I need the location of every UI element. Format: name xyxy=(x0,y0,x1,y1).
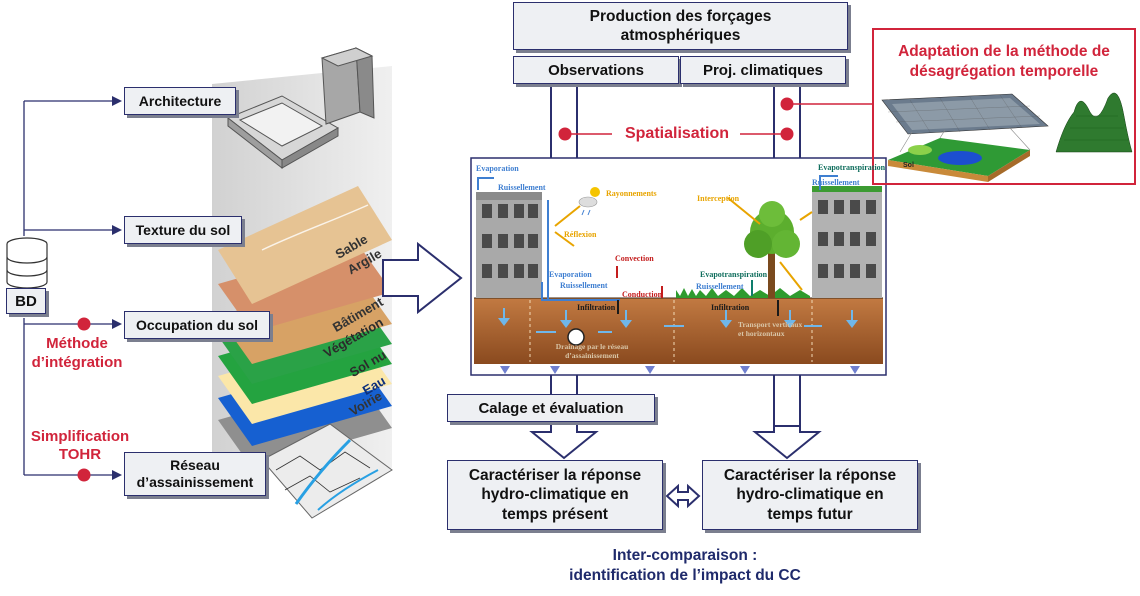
model-label-transport: Transport verticaux et horizontaux xyxy=(738,320,803,338)
db-label-text: BD xyxy=(15,292,37,310)
adaptation-illustration xyxy=(881,92,1133,182)
double-arrow-comparison xyxy=(665,483,701,509)
projections-box-text: Proj. climatiques xyxy=(702,61,824,79)
model-label-conduction: Conduction xyxy=(622,290,663,299)
output-lines xyxy=(550,375,801,426)
intercomparaison-label: Inter-comparaison : identification de l’… xyxy=(569,547,801,585)
bd-connector-lines xyxy=(23,100,116,476)
method-simplification-label: Simplification TOHR xyxy=(30,428,130,463)
arrowhead-architecture xyxy=(112,96,122,106)
model-label-interception: Interception xyxy=(697,194,740,203)
spatialisation-label: Spatialisation xyxy=(624,125,730,142)
layer-box-texture-text: Texture du sol xyxy=(135,222,231,238)
down-arrow-futur xyxy=(752,425,822,460)
adaptation-panel[interactable] xyxy=(872,28,1136,185)
calage-box-text: Calage et évaluation xyxy=(478,399,624,417)
present-box[interactable]: Caractériser la réponse hydro-climatique… xyxy=(447,460,663,530)
map-layer-sable xyxy=(218,186,392,304)
model-label-infiltration-left: Infiltration xyxy=(577,303,616,312)
model-label-evapotranspiration-right: Evapotranspiration xyxy=(818,163,886,172)
layer-box-occupation-text: Occupation du sol xyxy=(135,317,259,333)
model-label-ruissellement-mid: Ruissellement xyxy=(560,281,608,290)
sewer-pipe-icon xyxy=(567,328,585,346)
layer-box-architecture-text: Architecture xyxy=(138,93,222,109)
arrowhead-texture xyxy=(112,225,122,235)
sun-cloud-icon xyxy=(578,187,600,216)
forcing-lines xyxy=(550,84,801,158)
sand-texture-line xyxy=(261,204,369,251)
method-dot-integration xyxy=(77,317,91,331)
arrowhead-reseau xyxy=(112,470,122,480)
model-label-convection: Convection xyxy=(615,254,654,263)
layer-box-occupation[interactable]: Occupation du sol xyxy=(124,311,270,339)
spatialisation-dot-left xyxy=(558,127,572,141)
model-label-ruissellement-tree: Ruissellement xyxy=(696,282,744,291)
model-label-reflexion: Réflexion xyxy=(564,230,597,239)
architecture-model-icon xyxy=(227,47,375,170)
adaptation-title: Adaptation de la méthode de désagrégatio… xyxy=(898,43,1110,81)
layer-box-reseau[interactable]: Réseau d’assainissement xyxy=(124,452,266,496)
adaptation-sol-tag: Sol xyxy=(903,162,914,169)
db-label: BD xyxy=(6,288,46,314)
model-label-evaporation-mid: Evaporation xyxy=(549,270,592,279)
layer-box-texture[interactable]: Texture du sol xyxy=(124,216,242,244)
soil-band xyxy=(474,298,883,364)
spatialisation-dot-right xyxy=(780,127,794,141)
adaptation-dot xyxy=(780,97,794,111)
sewer-network-map-icon xyxy=(261,423,393,519)
layer-box-reseau-text: Réseau d’assainissement xyxy=(136,456,254,491)
method-dot-simplification xyxy=(77,468,91,482)
production-box[interactable]: Production des forçages atmosphériques xyxy=(513,2,848,50)
map-layer-argile xyxy=(218,244,392,332)
present-box-text: Caractériser la réponse hydro-climatique… xyxy=(468,466,642,523)
building-right xyxy=(812,186,882,298)
model-label-evaporation-left: Evaporation xyxy=(476,164,519,173)
production-box-text: Production des forçages atmosphériques xyxy=(589,7,772,44)
tree-icon xyxy=(744,201,800,298)
observations-box-text: Observations xyxy=(548,61,644,79)
calage-box[interactable]: Calage et évaluation xyxy=(447,394,655,422)
model-label-infiltration-right: Infiltration xyxy=(711,303,750,312)
building-left xyxy=(476,192,542,298)
arrowhead-occupation xyxy=(112,319,122,329)
down-arrow-present xyxy=(529,419,599,460)
model-label-drainage: Drainage par le réseau d’assainissement xyxy=(555,342,629,360)
big-right-arrow xyxy=(382,241,463,315)
futur-box[interactable]: Caractériser la réponse hydro-climatique… xyxy=(702,460,918,530)
model-label-ruissellement-left: Ruissellement xyxy=(498,183,546,192)
futur-box-text: Caractériser la réponse hydro-climatique… xyxy=(723,466,897,523)
observations-box[interactable]: Observations xyxy=(513,56,679,84)
layer-box-architecture[interactable]: Architecture xyxy=(124,87,236,115)
model-label-evapotranspiration-mid: Evapotranspiration xyxy=(700,270,768,279)
model-label-ruissellement-right: Ruissellement xyxy=(812,178,860,187)
method-integration-label: Méthode d’intégration xyxy=(31,335,123,371)
projections-box[interactable]: Proj. climatiques xyxy=(680,56,846,84)
grass-strip xyxy=(676,288,810,298)
process-arrows xyxy=(477,175,838,316)
model-label-rayonnements: Rayonnements xyxy=(606,189,657,198)
database-icon xyxy=(6,237,48,289)
